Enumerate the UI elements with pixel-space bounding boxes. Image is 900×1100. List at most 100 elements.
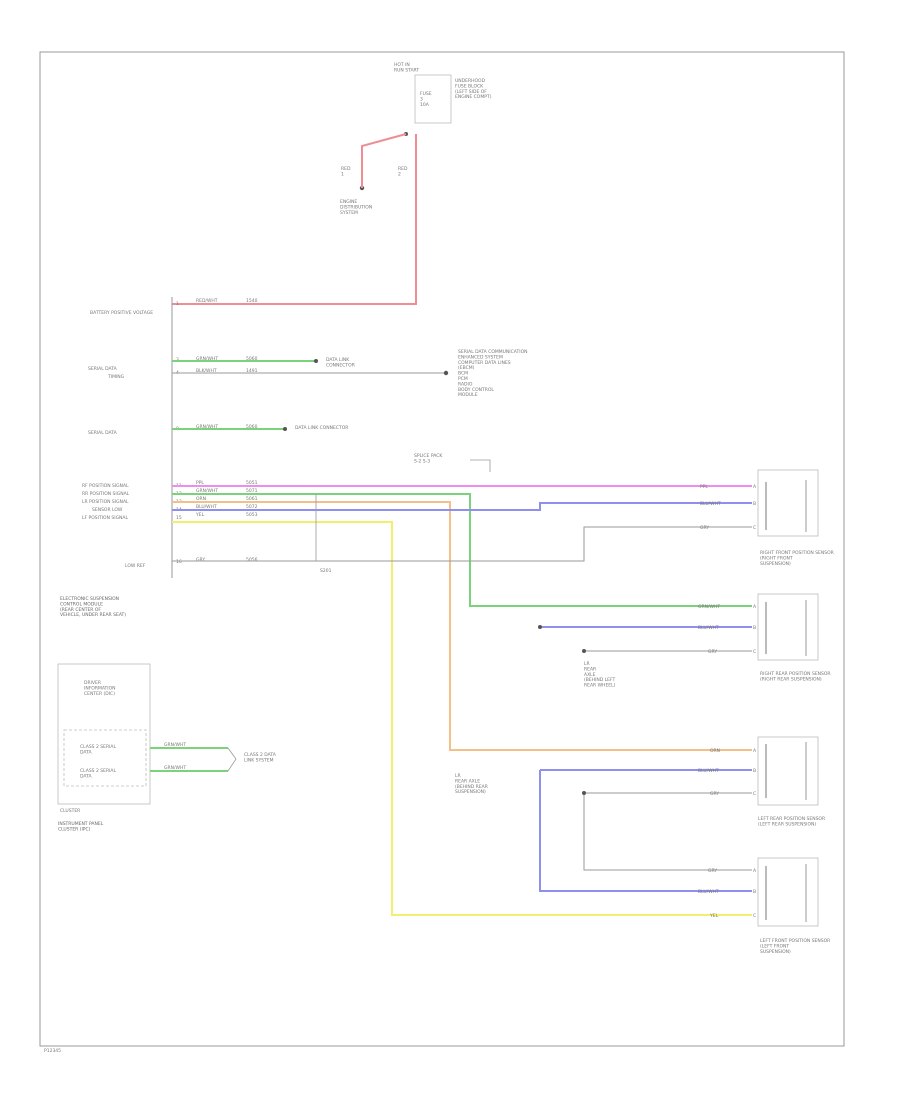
lr-pin-c: C [753,791,756,797]
splice-bracket [470,459,491,472]
wire-label-11: PPL [196,480,204,486]
rr-gray-node [582,649,586,653]
lr-wire-a: ORN [710,748,720,754]
lf-pin-c: C [753,913,756,919]
circ-label-14: 5072 [246,504,258,510]
serial-arrow [443,370,449,376]
circ-label-12: 5071 [246,488,258,494]
lr-pin-b: B [753,768,756,774]
lf-wire-c: YEL [709,913,719,919]
wire-orange-lr [172,501,752,751]
rf-wire-c: GRY [700,525,709,531]
rf-pin-b: B [753,501,756,507]
wire-red-to-module [172,134,417,305]
wire-yellow-lf [172,521,752,916]
lf-wire-b: BLU/WHT [698,889,719,895]
wire-green-rr [172,493,752,607]
wire-label-8: GRN/WHT [196,424,218,430]
diagram-frame [39,51,845,1047]
circ-label-4: 1491 [246,368,258,374]
sensor-lr: ORN BLU/WHT GRY A B C LEFT REAR POSITION… [698,736,825,827]
wire-labels: RED/WHT 1540 GRN/WHT 5060 BLK/WHT 1491 G… [195,298,258,563]
splice-s201: S201 [320,568,332,574]
pin-num-16: 16 [176,559,182,565]
wire-red-to-engine [361,133,407,188]
wire-label-1: RED/WHT [196,298,218,304]
pin-label-4: TIMING [107,374,125,380]
circ-label-1: 1540 [246,298,258,304]
lf-wire-a: GRY [708,868,717,874]
lr-wire-c: GRY [710,791,719,797]
rf-pin-c: C [753,525,756,531]
wire-gray-lr [583,792,752,871]
rf-wire-a: PPL [700,484,708,490]
pin-num-15: 15 [176,515,182,521]
circ-label-3: 5060 [246,356,258,362]
wire-label-16: GRY [196,557,205,563]
lf-pin-b: B [753,889,756,895]
rr-sensor-name: RIGHT REAR POSITION SENSOR(RIGHT REAR SU… [760,671,831,682]
rr-wire-b: BLU/WHT [698,625,719,631]
cluster-wire-2: GRN/WHT [164,765,186,771]
rr-wire-a: GRN/WHT [698,604,720,610]
wire-label-13: ORN [196,496,206,502]
cluster-bracket [227,747,237,772]
wire-label-15: YEL [195,512,205,518]
cluster-foot: CLUSTER [60,808,80,814]
module-pins: BATTERY POSITIVE VOLTAGE SERIAL DATA TIM… [82,301,182,569]
wire-label-3: GRN/WHT [196,356,218,362]
sensor-lf: GRY BLU/WHT YEL A B C LEFT FRONT POSITIO… [698,857,830,955]
pin-label-8: SERIAL DATA [88,430,118,436]
rr-wire-c: GRY [708,649,717,655]
lr-sensor-name: LEFT REAR POSITION SENSOR(LEFT REAR SUSP… [758,816,825,827]
pin-label-3: SERIAL DATA [88,366,118,372]
dlc-label-2: DATA LINK CONNECTOR [295,425,348,431]
rf-pin-a: A [753,484,757,490]
dlc-arrow-2 [283,427,287,431]
rr-pin-a: A [753,604,757,610]
wire-label-14: BLU/WHT [196,504,217,510]
lr-wire-b: BLU/WHT [698,768,719,774]
rr-pin-b: B [753,625,756,631]
pin-label-16: LOW REF [125,563,146,569]
sensor-rr: GRN/WHT BLU/WHT GRY A B C RIGHT REAR POS… [698,593,831,682]
rr-blue-node [538,625,542,629]
wire-blue-low [172,502,752,511]
circ-label-8: 5060 [246,424,258,430]
lr-gray-node [582,791,586,795]
lf-pin-a: A [753,868,757,874]
pin-num-1: 1 [176,301,179,307]
footer-code: P12345 [44,1048,61,1054]
wire-blue-lr [539,769,752,892]
cluster-wire-1: GRN/WHT [164,742,186,748]
circ-label-16: 5056 [246,557,258,563]
pin-label-11: RF POSITION SIGNAL [82,483,129,489]
rf-wire-b: BLU/WHT [700,501,721,507]
wire-label-12: GRN/WHT [196,488,218,494]
wire-label-4: BLK/WHT [196,368,217,374]
wire-gray-lowref [172,526,752,562]
sensor-rf: PPL BLU/WHT GRY A B C RIGHT FRONT POSITI… [700,469,834,567]
circ-label-11: 5051 [246,480,258,486]
